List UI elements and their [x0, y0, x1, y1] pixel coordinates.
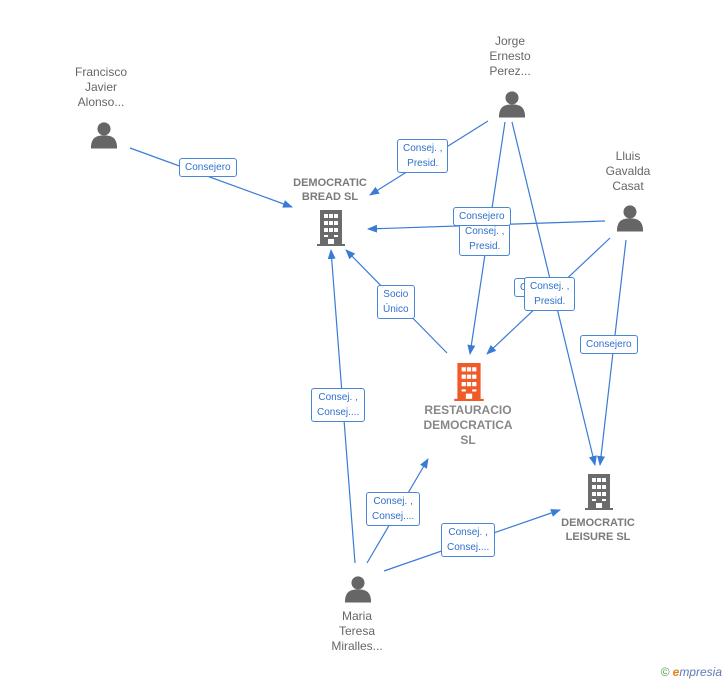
brand-initial: e	[672, 665, 680, 679]
relation-badge-r10[interactable]: Consej. , Consej....	[366, 492, 421, 526]
relation-badge-r5[interactable]: Socio Único	[377, 285, 415, 319]
empresia-brand[interactable]: ©empresia	[661, 665, 722, 679]
person-icon-lluis[interactable]	[616, 205, 644, 232]
building-icon-leisure[interactable]	[585, 474, 613, 510]
edge-francisco-bread	[129, 147, 293, 208]
person-label-lluis[interactable]: Lluis Gavalda Casat	[605, 149, 651, 193]
company-label-restauracio[interactable]: RESTAURACIO DEMOCRATICA SL	[423, 403, 513, 447]
company-label-leisure[interactable]: DEMOCRATIC LEISURE SL	[561, 517, 635, 543]
person-label-jorge[interactable]: Jorge Ernesto Perez...	[489, 34, 531, 78]
relation-badge-r8[interactable]: Consejero	[580, 335, 638, 354]
relation-badge-r7[interactable]: Consej. , Presid.	[524, 277, 576, 311]
relation-badge-r4[interactable]: Consej. , Presid.	[459, 222, 511, 256]
relation-badge-r11[interactable]: Consej. , Consej....	[441, 523, 496, 557]
company-label-bread[interactable]: DEMOCRATIC BREAD SL	[293, 177, 367, 203]
relation-badge-r2[interactable]: Consej. , Presid.	[397, 139, 449, 173]
copyright-icon: ©	[660, 665, 670, 679]
relation-badge-r9[interactable]: Consej. , Consej....	[311, 388, 366, 422]
person-label-maria[interactable]: Maria Teresa Miralles...	[331, 609, 383, 653]
building-icon-bread[interactable]	[317, 210, 345, 246]
relation-badge-r1[interactable]: Consejero	[179, 158, 237, 177]
brand-name: mpresia	[679, 665, 722, 679]
person-label-francisco[interactable]: Francisco Javier Alonso...	[74, 65, 128, 109]
relation-badge-r3[interactable]: Consejero	[453, 207, 511, 226]
person-icon-jorge[interactable]	[498, 91, 526, 118]
person-icon-maria[interactable]	[344, 576, 372, 603]
person-icon-francisco[interactable]	[90, 122, 118, 149]
building-icon-restauracio[interactable]	[454, 363, 484, 401]
